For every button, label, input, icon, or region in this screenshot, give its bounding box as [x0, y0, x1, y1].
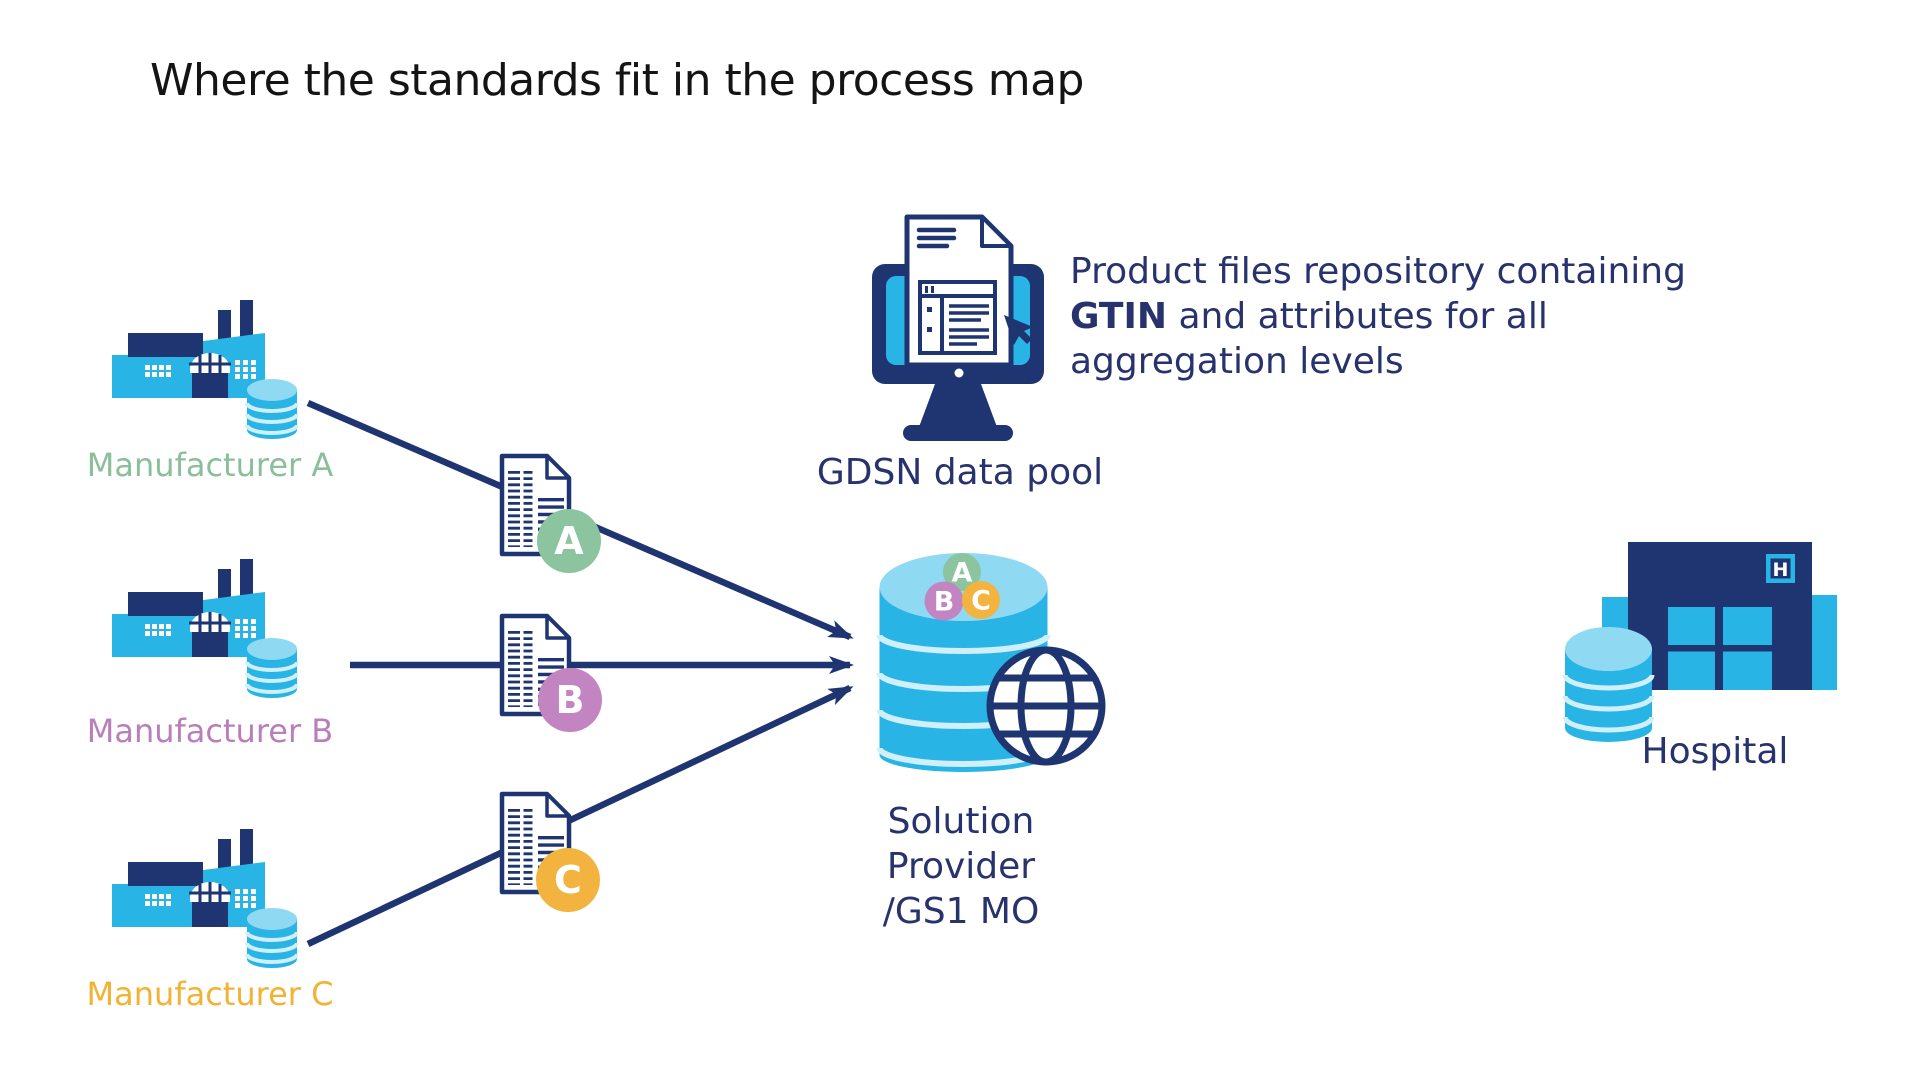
document-badge-c: C [536, 848, 600, 912]
svg-text:B: B [934, 587, 955, 618]
gtin-keyword: GTIN [1070, 296, 1167, 337]
svg-text:A: A [952, 558, 973, 589]
factory-icon-c [108, 827, 298, 972]
gdsn-data-pool-label: GDSN data pool [816, 452, 1104, 493]
hospital-database-icon [1562, 627, 1655, 742]
cursor-icon [1004, 315, 1033, 345]
db-badge-c [962, 581, 1000, 619]
monitor-document-icon [872, 214, 1044, 441]
manufacturer-c-label: Manufacturer C [86, 975, 334, 1013]
hospital-sign: H [1766, 554, 1795, 583]
repository-note-line1: Product files repository containing [1070, 251, 1686, 292]
manufacturer-a-label: Manufacturer A [86, 446, 334, 484]
database-icon: A B C [876, 553, 1106, 772]
repository-note-line3: aggregation levels [1070, 341, 1404, 382]
svg-text:H: H [1773, 559, 1789, 581]
globe-icon [986, 646, 1106, 766]
svg-text:C: C [971, 586, 991, 617]
arrow-manufacturer-c [306, 685, 854, 947]
manufacturer-b-label: Manufacturer B [86, 712, 334, 750]
solution-provider-label: Solution Provider /GS1 MO [882, 801, 1040, 932]
repository-note-line2: GTIN and attributes for all [1070, 296, 1548, 337]
document-badge-a: A [537, 509, 601, 573]
repository-note: Product files repository containing GTIN… [1070, 249, 1686, 384]
hospital-icon: H [1562, 542, 1837, 742]
db-badge-a [943, 553, 981, 591]
page-title: Where the standards fit in the process m… [150, 55, 1084, 106]
db-badge-b [924, 581, 964, 621]
factory-icon-b [108, 557, 298, 702]
document-badge-b: B [538, 668, 602, 732]
hospital-label: Hospital [1641, 731, 1789, 772]
factory-icon-a [108, 298, 298, 443]
database-badges: A B C [924, 553, 1000, 621]
